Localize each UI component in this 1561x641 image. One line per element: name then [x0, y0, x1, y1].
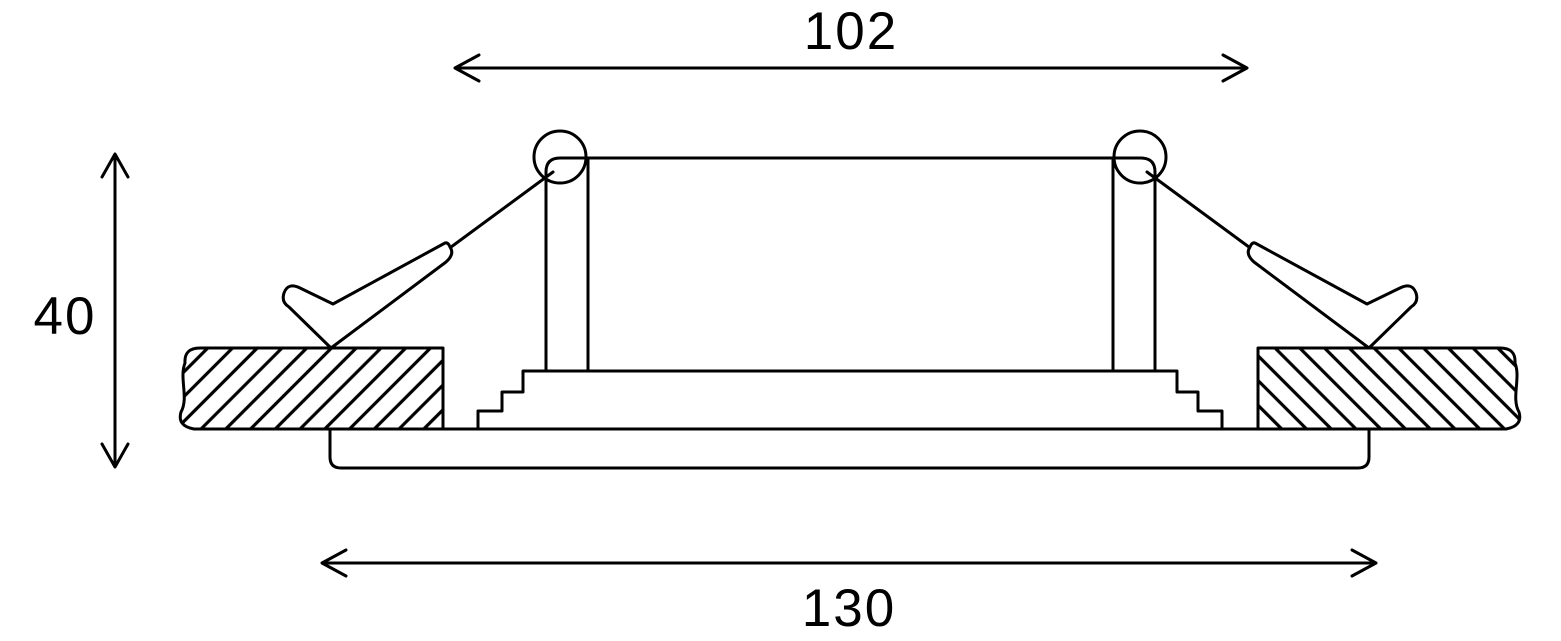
ceiling-hatch-right-shape [1256, 346, 1522, 431]
heatsink-steps [476, 369, 1224, 431]
housing-outline [544, 156, 1157, 372]
spring-clip-right [1246, 241, 1419, 350]
downlight-fixture [281, 129, 1419, 470]
spring-wire-right [1145, 170, 1255, 252]
dimension-label-bottom: 130 [802, 579, 896, 638]
dimension-label-left: 40 [34, 287, 97, 346]
spring-wire-left [445, 170, 555, 252]
spring-pivot-right-icon [1112, 129, 1168, 185]
arrowhead-up-icon [100, 152, 130, 179]
drawing-root-group: 102 40 130 [34, 2, 1522, 638]
ceiling-panel-right [1256, 346, 1522, 431]
arrowhead-right-icon [1221, 53, 1249, 83]
dimension-recess-depth: 40 [34, 152, 130, 469]
dimension-label-top: 102 [804, 2, 898, 61]
arrowhead-left-icon [320, 548, 348, 578]
ceiling-hatch-left-shape [178, 346, 445, 431]
dimension-overall-diameter: 130 [320, 548, 1378, 638]
ceiling-panel-left [178, 346, 445, 431]
trim-bezel [328, 427, 1371, 470]
arrowhead-right-icon [1350, 548, 1378, 578]
spring-clip-left [281, 241, 454, 350]
spring-pivot-left-icon [532, 129, 588, 185]
arrowhead-left-icon [453, 53, 481, 83]
arrowhead-down-icon [100, 442, 130, 469]
dimension-top-width: 102 [453, 2, 1249, 83]
